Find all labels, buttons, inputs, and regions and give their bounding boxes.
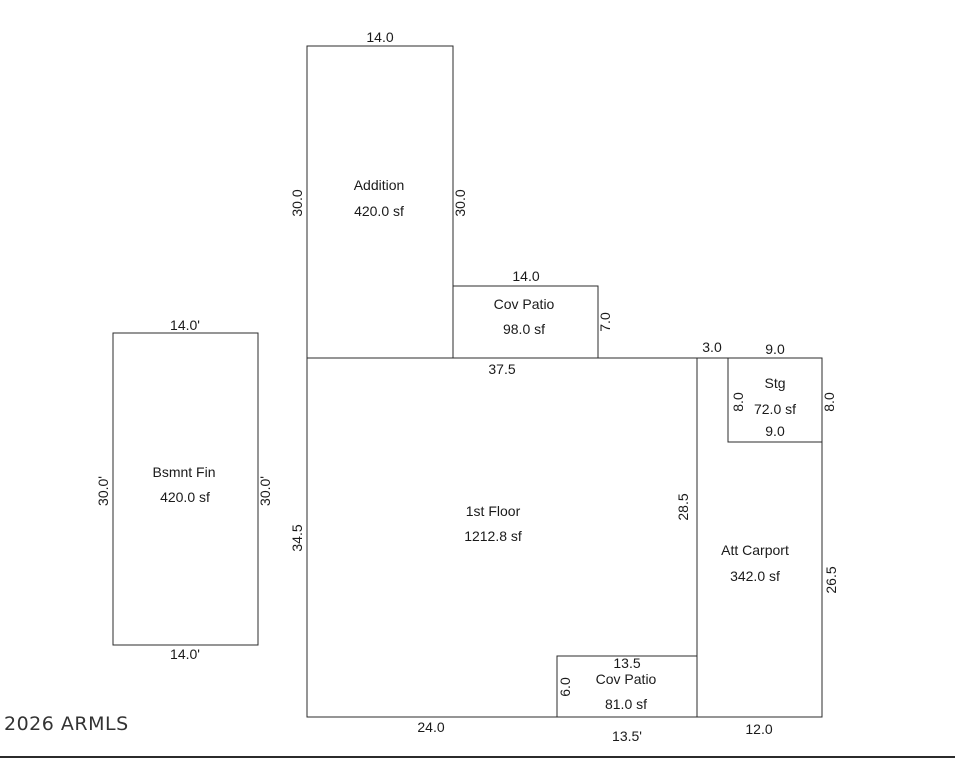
storage-right-dimension: 8.0 [821,392,837,412]
bottom-divider [0,756,955,758]
storage-area: Stg 72.0 sf 3.0 9.0 9.0 8.0 8.0 [702,339,837,443]
storage-bottom-dimension: 9.0 [765,423,785,439]
cov-patio-upper-top-dimension: 14.0 [512,268,539,284]
first-floor-size: 1212.8 sf [464,528,522,544]
att-carport-bottom-dimension: 12.0 [745,721,772,737]
addition-top-dimension: 14.0 [366,29,393,45]
cov-patio-upper-name: Cov Patio [494,296,555,312]
cov-patio-upper-area: Cov Patio 98.0 sf 14.0 7.0 [452,268,613,359]
addition-name: Addition [354,177,405,193]
att-carport-area: Att Carport 342.0 sf 26.5 12.0 [696,357,839,737]
att-carport-right-dimension: 26.5 [823,566,839,593]
cov-patio-lower-outline [556,655,698,718]
first-floor-top-dimension: 37.5 [488,361,515,377]
first-floor-area: 1st Floor 1212.8 sf 37.5 34.5 28.5 24.0 [289,357,698,735]
bsmnt-fin-area: Bsmnt Fin 420.0 sf 14.0' 14.0' 30.0' 30.… [95,317,273,662]
addition-right-dimension: 30.0 [452,189,468,216]
cov-patio-upper-right-dimension: 7.0 [597,312,613,332]
cov-patio-lower-area: Cov Patio 81.0 sf 13.5 6.0 13.5' [556,655,698,744]
storage-top-dimension: 9.0 [765,341,785,357]
addition-left-dimension: 30.0 [289,189,305,216]
bsmnt-fin-top-dimension: 14.0' [170,317,200,333]
bsmnt-fin-name: Bsmnt Fin [152,464,215,480]
first-floor-right-dimension: 28.5 [675,493,691,520]
addition-size: 420.0 sf [354,203,404,219]
storage-offset-dimension: 3.0 [702,339,722,355]
first-floor-left-dimension: 34.5 [289,524,305,551]
storage-name: Stg [764,375,785,391]
cov-patio-upper-size: 98.0 sf [503,321,545,337]
cov-patio-lower-bottom-dimension: 13.5' [612,728,642,744]
first-floor-bottom-dimension: 24.0 [417,719,444,735]
addition-outline [306,45,454,359]
copyright-watermark: 2026 ARMLS [4,713,129,735]
bsmnt-fin-right-dimension: 30.0' [257,476,273,506]
att-carport-size: 342.0 sf [730,568,780,584]
addition-area: Addition 420.0 sf 14.0 30.0 30.0 [289,29,468,359]
cov-patio-lower-left-dimension: 6.0 [557,677,573,697]
bsmnt-fin-bottom-dimension: 14.0' [170,646,200,662]
cov-patio-lower-name: Cov Patio [596,671,657,687]
cov-patio-lower-top-dimension: 13.5 [613,655,640,671]
storage-outline [727,357,823,443]
cov-patio-lower-size: 81.0 sf [605,696,647,712]
first-floor-name: 1st Floor [466,503,521,519]
bsmnt-fin-size: 420.0 sf [160,489,210,505]
bsmnt-fin-left-dimension: 30.0' [95,476,111,506]
att-carport-name: Att Carport [721,542,789,558]
bsmnt-fin-outline [112,332,259,646]
storage-size: 72.0 sf [754,401,796,417]
storage-left-dimension: 8.0 [730,392,746,412]
